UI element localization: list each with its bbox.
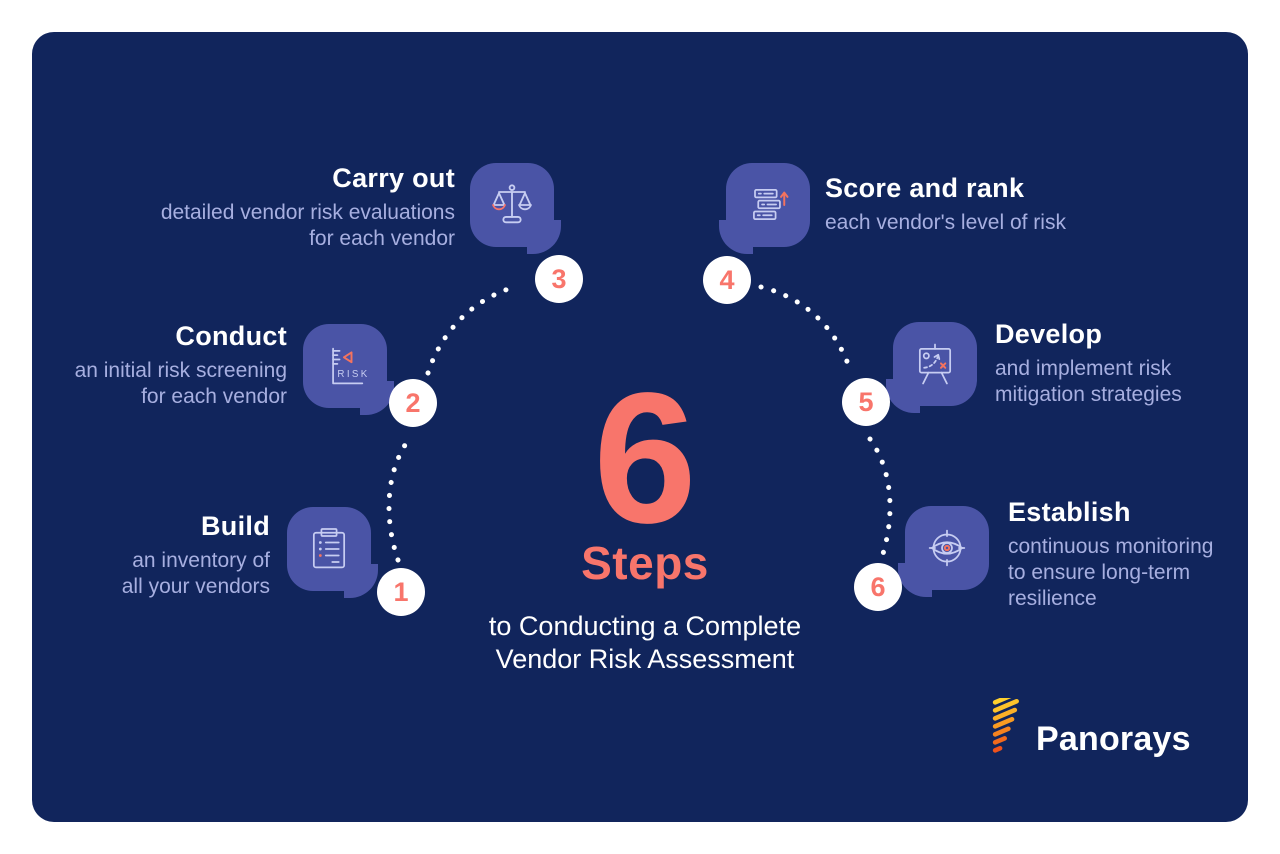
big-number-6: 6 [593,355,697,562]
center-subtitle: to Conducting a Complete Vendor Risk Ass… [488,611,802,674]
ranking-list-icon [753,188,789,220]
step-6-bubble [898,506,989,597]
step-3-number: 3 [535,255,583,303]
step-2-bubble: RISK [303,324,394,415]
step-5-bubble [886,322,977,413]
step-5-title: Develop [995,319,1103,349]
step-1-bubble [287,507,378,598]
step-5-text: Develop and implement risk mitigation st… [995,318,1248,408]
step-3-bubble [470,163,561,254]
arc-step5-to-step6 [867,436,893,563]
step-4-title: Score and rank [825,173,1025,203]
panorays-logo: Panorays [990,698,1191,764]
risk-meter-icon: RISK [332,347,369,385]
infographic-card: Carry out detailed vendor risk evaluatio… [32,32,1248,822]
panorays-logo-icon [992,698,1019,753]
arc-step4-to-step5 [758,284,854,376]
svg-text:RISK: RISK [337,369,369,380]
arc-step2-to-step3 [425,283,521,376]
step-6-text: Establish continuous monitoring to ensur… [1008,496,1248,612]
step-5-description: and implement risk mitigation strategies [995,357,1182,406]
step-3-title: Carry out [332,163,455,193]
step-6-title: Establish [1008,497,1131,527]
steps-word: Steps [581,537,709,589]
step-2-text: Conduct an initial risk screening for ea… [32,320,287,410]
step-3-description: detailed vendor risk evaluations for eac… [160,201,455,250]
step-4-text: Score and rank each vendor's level of ri… [825,172,1165,236]
step-3-text: Carry out detailed vendor risk evaluatio… [115,162,455,252]
step-1-title: Build [201,511,270,541]
step-4-bubble [719,163,810,254]
step-2-description: an initial risk screening for each vendo… [74,359,287,408]
step-1-description: an inventory of all your vendors [121,549,270,598]
clipboard-checklist-icon [312,528,346,569]
balance-scales-icon [492,184,532,224]
eye-target-icon [928,529,966,567]
step-4-number: 4 [703,256,751,304]
step-4-description: each vendor's level of risk [825,211,1066,234]
strategy-board-icon [918,343,952,385]
arc-step1-to-step2 [386,436,412,563]
step-2-title: Conduct [175,321,287,351]
step-5-number: 5 [842,378,890,426]
step-1-text: Build an inventory of all your vendors [32,510,270,600]
step-6-description: continuous monitoring to ensure long-ter… [1008,535,1214,610]
panorays-logo-text: Panorays [1036,719,1191,758]
step-1-number: 1 [377,568,425,616]
step-6-number: 6 [854,563,902,611]
step-2-number: 2 [389,379,437,427]
